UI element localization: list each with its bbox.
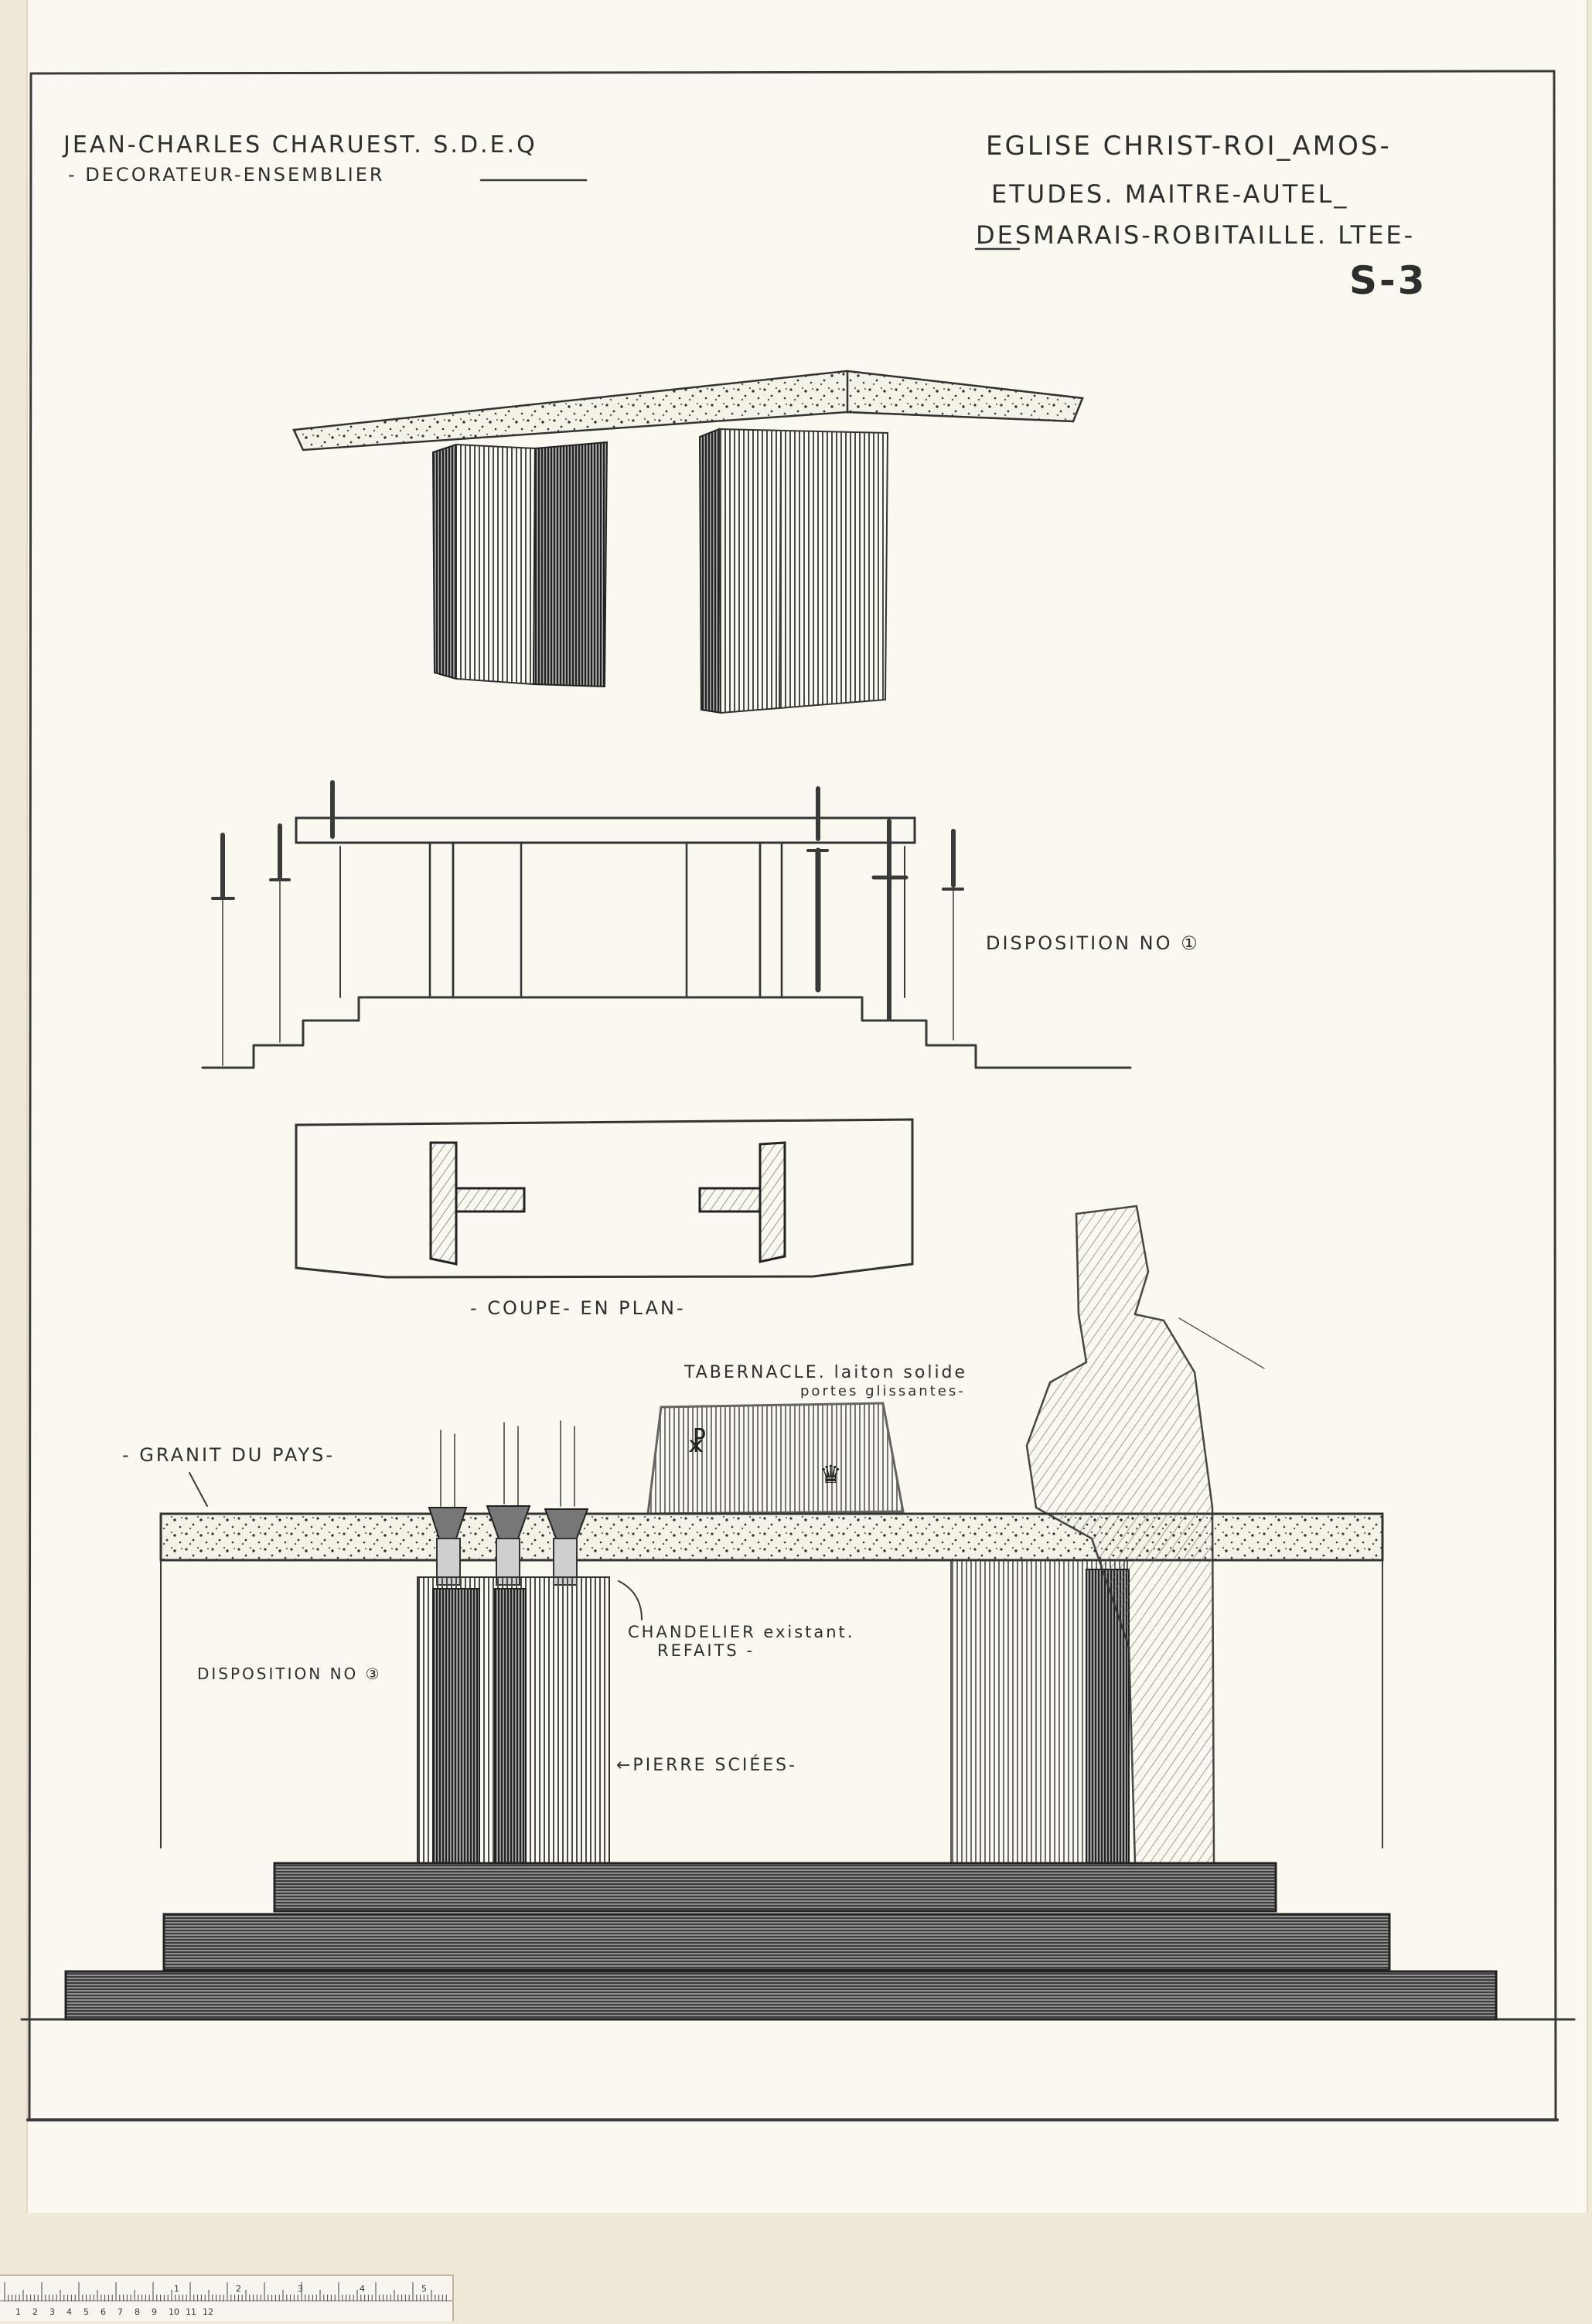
ruler-tick-label: 10	[169, 2307, 179, 2317]
ruler-tick-label: 5	[421, 2284, 427, 2294]
designer-name: JEAN-CHARLES CHARUEST. S.D.E.Q	[62, 131, 537, 158]
ruler-tick-label: 2	[32, 2307, 38, 2317]
ruler-tick-label: 1	[15, 2307, 21, 2317]
tabernacle-label: TABERNACLE. laiton solide	[684, 1363, 967, 1382]
ruler-tick-label: 3	[49, 2307, 55, 2317]
granit-label: - GRANIT DU PAYS-	[122, 1444, 335, 1466]
title-block: JEAN-CHARLES CHARUEST. S.D.E.Q - DECORAT…	[62, 131, 1427, 303]
ruler-tick-label: 4	[66, 2307, 72, 2317]
svg-text:☧: ☧	[687, 1428, 707, 1459]
chandelier-label: CHANDELIER existant.	[628, 1623, 854, 1641]
elevation-disposition-1: DISPOSITION NO ①	[201, 780, 1200, 1069]
perspective-view	[292, 370, 1084, 714]
chandelier-refaits-label: REFAITS -	[657, 1641, 755, 1660]
ruler-tick-label: 9	[152, 2307, 157, 2317]
ruler-tick-label: 1	[174, 2284, 179, 2294]
ruler-tick-label: 12	[203, 2307, 213, 2317]
ruler-tick-label: 2	[236, 2284, 241, 2294]
sheet-number: S-3	[1349, 258, 1427, 303]
ruler-tick-label: 4	[360, 2284, 365, 2294]
ruler-tick-label: 6	[101, 2307, 106, 2317]
pierre-label: ←PIERRE SCIÉES-	[616, 1755, 797, 1775]
svg-text:♛: ♛	[820, 1460, 842, 1489]
project-client: DESMARAIS-ROBITAILLE. LTEE-	[976, 220, 1415, 250]
project-subtitle: ETUDES. MAITRE-AUTEL_	[991, 179, 1348, 209]
ruler-tick-label: 11	[186, 2307, 196, 2317]
drawing-sheet	[26, 0, 1588, 2213]
ruler-tick-label: 5	[84, 2307, 89, 2317]
candles	[428, 1420, 589, 1586]
designer-role: - DECORATEUR-ENSEMBLIER	[68, 164, 385, 186]
project-title: EGLISE CHRIST-ROI_AMOS-	[986, 131, 1392, 162]
elevation-disposition-3: TABERNACLE. laiton solide portes glissan…	[64, 1205, 1498, 2021]
plan-section: - COUPE- EN PLAN-	[295, 1118, 914, 1319]
section-plan-label: - COUPE- EN PLAN-	[470, 1297, 686, 1319]
ruler-tick-label: 8	[135, 2307, 140, 2317]
disposition-3-label: DISPOSITION NO ③	[197, 1665, 382, 1683]
altar-steps	[64, 1862, 1498, 2021]
tabernacle-doors-label: portes glissantes-	[800, 1383, 966, 1399]
ruler-tick-label: 3	[298, 2284, 303, 2294]
ruler-tick-label: 7	[118, 2307, 123, 2317]
disposition-1-label: DISPOSITION NO ①	[986, 932, 1200, 954]
